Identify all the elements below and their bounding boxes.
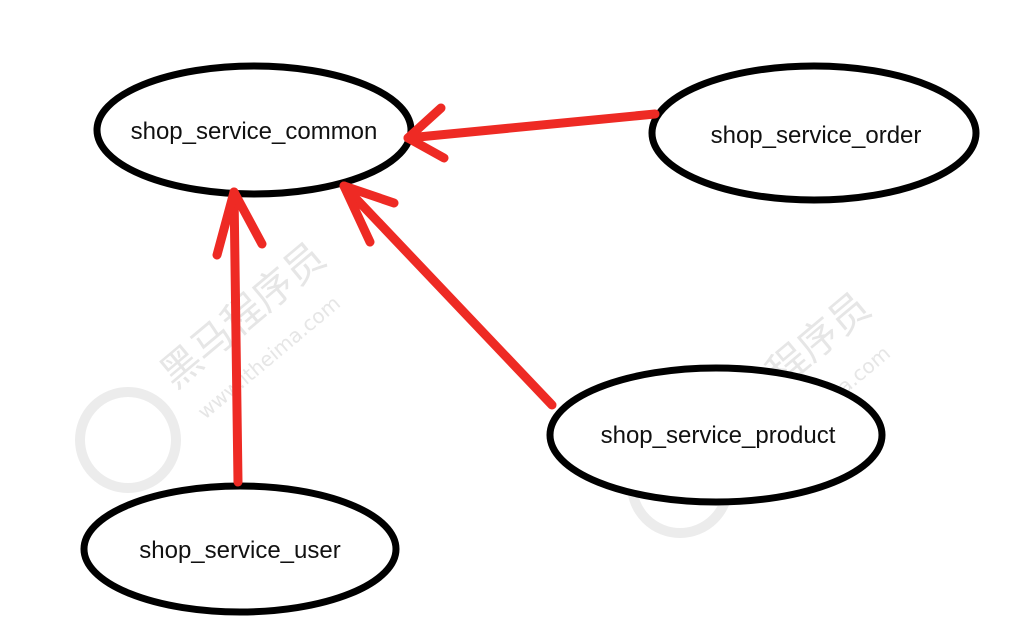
node-user: shop_service_user [80,482,400,616]
node-product: shop_service_product [546,364,886,506]
node-order-ellipse [648,62,980,204]
node-common-label: shop_service_common [131,118,378,145]
edge-product-to-common [339,181,557,410]
node-order: shop_service_order [648,62,980,204]
node-product-ellipse [546,364,886,506]
watermark-left: 黑马程序员 www.itheima.com [75,234,345,493]
edge-order-to-common-line [403,109,660,143]
edge-user-to-common [212,187,267,487]
edge-product-to-common-line [339,181,557,410]
node-product-label: shop_service_product [601,422,836,449]
edge-user-to-common-line [229,187,243,487]
node-common: shop_service_common [93,62,415,198]
node-user-label: shop_service_user [139,537,340,564]
edge-product-to-common-arrowhead [339,181,399,247]
node-order-label: shop_service_order [711,122,922,149]
edge-order-to-common-arrowhead [403,103,449,163]
edge-user-to-common-arrowhead [212,187,267,260]
edge-order-to-common [403,103,660,163]
